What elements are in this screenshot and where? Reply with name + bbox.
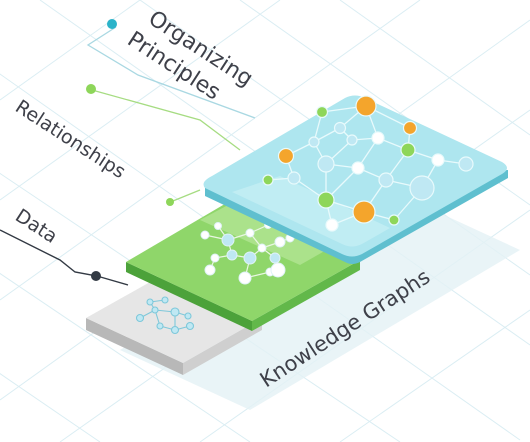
label-data: Data (11, 205, 61, 248)
callout-relationships-dot (86, 84, 96, 94)
label-relationships: Relationships (11, 96, 129, 183)
label-organizing-principles: Organizing Principles (123, 6, 257, 105)
data-layer (86, 273, 262, 375)
callout-data-dot (91, 271, 101, 281)
organizing-layer-nodes (262, 95, 474, 232)
data-layer-graph (135, 296, 195, 335)
callout-organizing-line (86, 26, 256, 119)
callout-relationships-dot2 (166, 198, 174, 206)
callout-data-line (0, 229, 129, 286)
layer-shadows (120, 190, 520, 410)
callout-organizing-dot (107, 19, 117, 29)
